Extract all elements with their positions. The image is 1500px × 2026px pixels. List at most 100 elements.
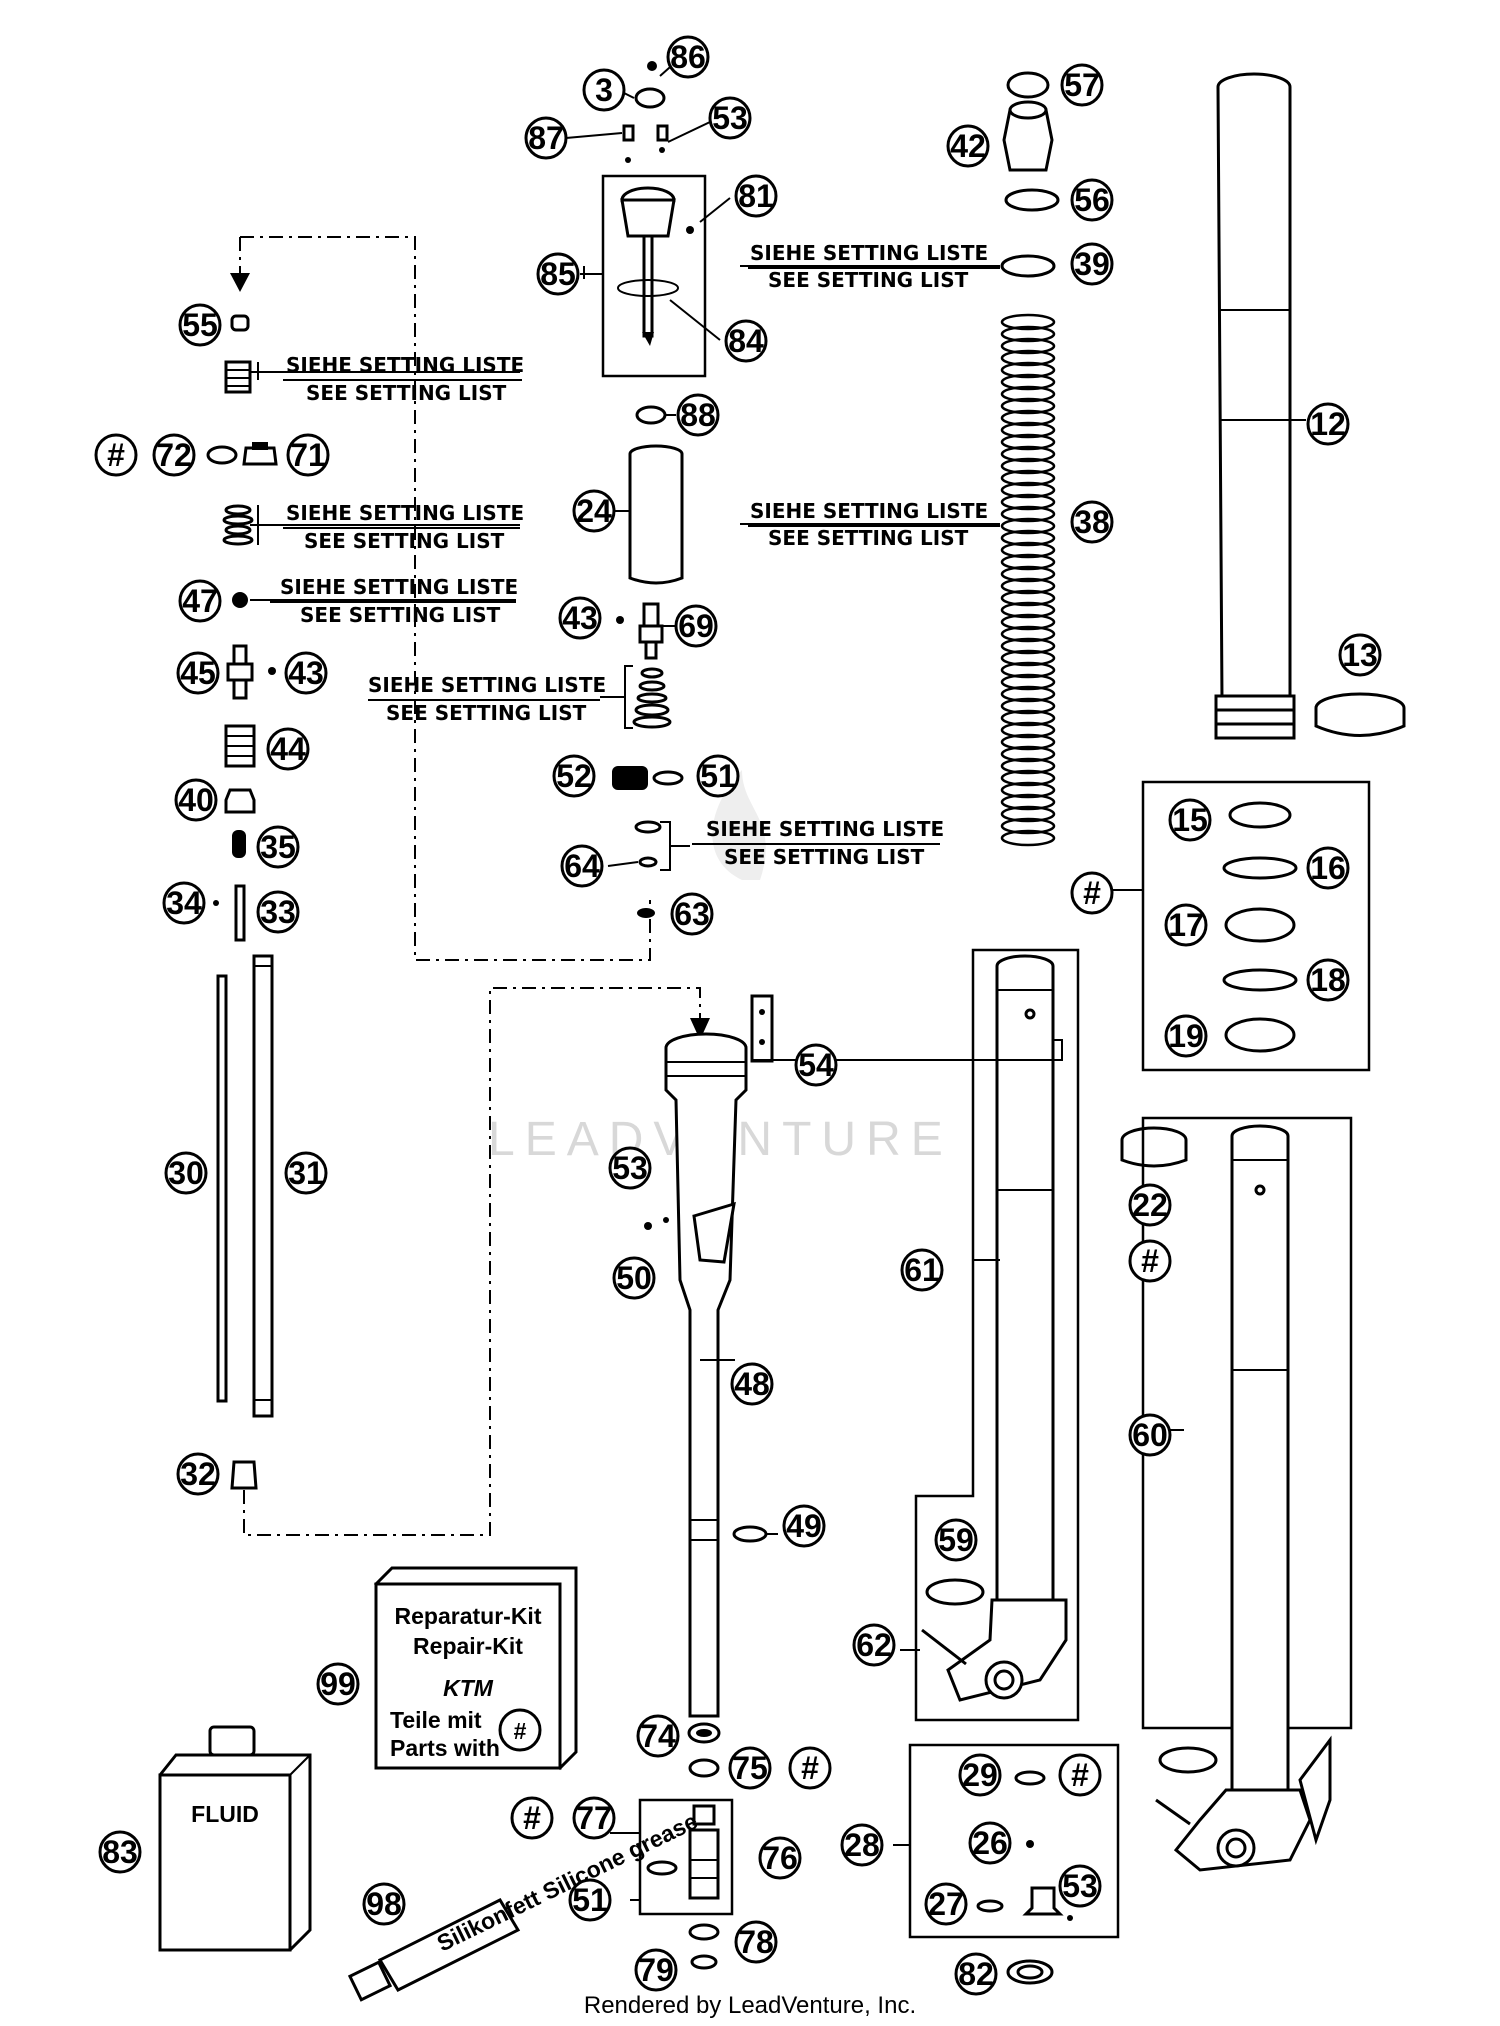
- svg-text:43: 43: [562, 600, 598, 636]
- spring-coil: [1000, 673, 1056, 691]
- svg-text:42: 42: [950, 128, 986, 164]
- callout-34: 34: [162, 881, 206, 925]
- callout-53c: 53: [1058, 1864, 1102, 1908]
- svg-text:13: 13: [1342, 637, 1378, 673]
- svg-text:48: 48: [734, 1366, 770, 1402]
- callout-45: 45: [176, 651, 220, 695]
- callout-53a: 53: [708, 96, 752, 140]
- svg-text:43: 43: [288, 655, 324, 691]
- svg-text:15: 15: [1172, 802, 1208, 838]
- callout-3: 3: [582, 68, 626, 112]
- spring-coil: [1000, 649, 1056, 667]
- spring-coil: [1000, 433, 1056, 451]
- spring-coil: [1000, 421, 1056, 439]
- callout-79: 79: [634, 1948, 678, 1992]
- spring-coil: [1000, 625, 1056, 643]
- svg-text:57: 57: [1064, 67, 1100, 103]
- svg-text:53: 53: [612, 1150, 648, 1186]
- repair-kit-line3: Teile mit: [390, 1707, 482, 1733]
- spring-coil: [1000, 709, 1056, 727]
- svg-text:87: 87: [528, 120, 564, 156]
- callout-87: 87: [524, 116, 568, 160]
- svg-text:79: 79: [638, 1952, 674, 1988]
- svg-text:82: 82: [958, 1956, 994, 1992]
- svg-text:SEE SETTING LIST: SEE SETTING LIST: [304, 529, 505, 553]
- spring-stack-top: [224, 360, 252, 394]
- spring-coil: [1000, 577, 1056, 595]
- svg-text:52: 52: [556, 758, 592, 794]
- setting-note-6: SIEHE SETTING LISTE SEE SETTING LIST: [748, 499, 1000, 550]
- spring-coil: [1000, 733, 1056, 751]
- callout-hash-5: #: [510, 1796, 554, 1840]
- svg-text:98: 98: [366, 1886, 402, 1922]
- spring-coil: [1000, 613, 1056, 631]
- svg-text:99: 99: [320, 1666, 356, 1702]
- callout-72: 72: [152, 433, 196, 477]
- fluid-bottle: FLUID: [158, 1725, 312, 1952]
- callout-40: 40: [174, 778, 218, 822]
- svg-text:55: 55: [182, 307, 218, 343]
- spring-coil: [1000, 553, 1056, 571]
- svg-text:40: 40: [178, 782, 214, 818]
- svg-text:85: 85: [540, 256, 576, 292]
- footer-credit: Rendered by LeadVenture, Inc.: [583, 1992, 917, 2019]
- grease-tube-label: Silikonfett Silicone grease: [433, 1808, 702, 1957]
- callout-99: 99: [316, 1662, 360, 1706]
- svg-text:31: 31: [288, 1155, 324, 1191]
- spring-coil: [1000, 721, 1056, 739]
- callout-32: 32: [176, 1452, 220, 1496]
- callout-15: 15: [1168, 798, 1212, 842]
- svg-text:SIEHE SETTING LISTE: SIEHE SETTING LISTE: [286, 501, 524, 525]
- callout-77: 77: [572, 1796, 616, 1840]
- svg-text:51: 51: [700, 758, 736, 794]
- group-15-19-box: [1141, 780, 1371, 1072]
- callout-57: 57: [1060, 63, 1104, 107]
- callout-54: 54: [794, 1043, 838, 1087]
- callout-86: 86: [666, 35, 710, 79]
- callout-82: 82: [954, 1952, 998, 1996]
- part-54: [750, 994, 774, 1063]
- svg-text:17: 17: [1168, 907, 1204, 943]
- callout-51a: 51: [696, 754, 740, 798]
- callout-17: 17: [1164, 903, 1208, 947]
- svg-text:72: 72: [156, 437, 192, 473]
- setting-note-7: SIEHE SETTING LISTE SEE SETTING LIST: [692, 817, 944, 869]
- callout-hash-2: #: [1070, 871, 1114, 915]
- svg-text:26: 26: [972, 1825, 1008, 1861]
- callout-30: 30: [164, 1151, 208, 1195]
- spring-coil: [1000, 349, 1056, 367]
- callout-62: 62: [852, 1623, 896, 1667]
- repair-kit-line2: Repair-Kit: [413, 1633, 523, 1659]
- svg-text:28: 28: [844, 1827, 880, 1863]
- callout-83: 83: [98, 1830, 142, 1874]
- svg-text:SEE SETTING LIST: SEE SETTING LIST: [306, 381, 507, 405]
- svg-text:#: #: [523, 1800, 541, 1836]
- svg-text:74: 74: [640, 1718, 676, 1754]
- svg-text:12: 12: [1310, 406, 1346, 442]
- spring-coil: [1000, 529, 1056, 547]
- svg-text:61: 61: [904, 1252, 940, 1288]
- callout-88: 88: [676, 393, 720, 437]
- repair-kit-line4: Parts with: [390, 1735, 500, 1761]
- svg-text:50: 50: [616, 1260, 652, 1296]
- callout-55: 55: [178, 303, 222, 347]
- svg-text:#: #: [107, 437, 125, 473]
- callout-42: 42: [946, 124, 990, 168]
- spring-coil: [1000, 457, 1056, 475]
- spring-44: [224, 724, 256, 768]
- spring-coil: [1000, 829, 1056, 847]
- svg-text:63: 63: [674, 896, 710, 932]
- callout-19: 19: [1164, 1014, 1208, 1058]
- svg-text:#: #: [1141, 1243, 1159, 1279]
- fork-leg-60: [1173, 1124, 1332, 1872]
- callout-16: 16: [1306, 846, 1350, 890]
- spring-coil: [1000, 601, 1056, 619]
- callout-26: 26: [968, 1821, 1012, 1865]
- svg-text:39: 39: [1074, 246, 1110, 282]
- part-13: [1314, 692, 1406, 737]
- spring-coil: [1000, 385, 1056, 403]
- callout-38: 38: [1070, 500, 1114, 544]
- svg-text:#: #: [1083, 875, 1101, 911]
- svg-text:53: 53: [712, 100, 748, 136]
